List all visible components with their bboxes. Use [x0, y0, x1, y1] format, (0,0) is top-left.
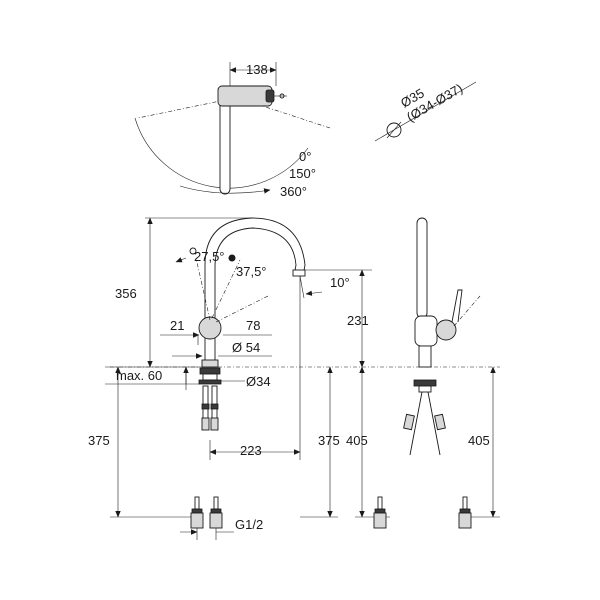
swing-arc	[134, 117, 309, 189]
handle-body	[198, 316, 222, 340]
base-ring	[201, 359, 219, 368]
dim-21-label: 21	[170, 318, 184, 333]
dim-54-label: Ø 54	[232, 340, 260, 355]
max-60-label: max. 60	[116, 368, 162, 383]
side-hose-left	[409, 391, 423, 456]
thread-label: G1/2	[235, 517, 263, 532]
width-138-label: 138	[246, 62, 268, 77]
angle-150-label: 150°	[289, 166, 316, 181]
mounting-hole-detail: Ø35 (Ø34-Ø37)	[374, 81, 477, 142]
side-view: 405 405	[346, 217, 500, 529]
dim-405-right-label: 405	[468, 433, 490, 448]
side-hose-right	[427, 391, 441, 456]
dim-223-label: 223	[240, 443, 262, 458]
angle-360-label: 360°	[280, 184, 307, 199]
height-356-label: 356	[115, 286, 137, 301]
dim-78-label: 78	[246, 318, 260, 333]
hole-circle	[386, 122, 402, 138]
lever-angle-1-label: 27,5°	[194, 249, 225, 264]
outlet-angle-label: 10°	[330, 275, 350, 290]
lever-angle-2-label: 37,5°	[236, 264, 267, 279]
supply-hoses	[201, 385, 219, 431]
dim-375-left-label: 375	[88, 433, 110, 448]
top-view: 138 0° 150° 360°	[134, 62, 331, 199]
bottom-fittings	[190, 496, 223, 529]
height-231-label: 231	[347, 313, 369, 328]
body-plan	[217, 85, 273, 107]
dim-375-right-label: 375	[318, 433, 340, 448]
front-view: 10° 27,5° 37,5° 356 231 21 78 Ø 54	[88, 217, 500, 540]
dim-405-left-label: 405	[346, 433, 368, 448]
spout-plan	[219, 93, 231, 195]
angle-0-label: 0°	[299, 149, 311, 164]
side-spout	[416, 217, 428, 319]
dim-34-label: Ø34	[246, 374, 271, 389]
side-bottom-fittings	[373, 496, 472, 529]
